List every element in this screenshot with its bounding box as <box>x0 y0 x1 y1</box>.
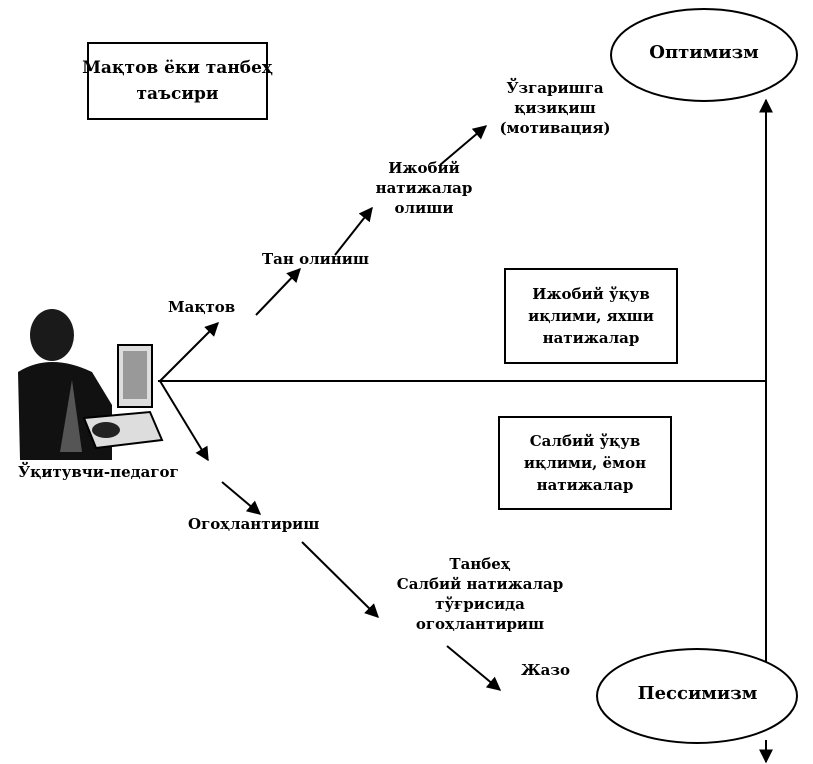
recognition-label: Тан олиниш <box>262 250 370 268</box>
warning-label: Огоҳлантириш <box>188 515 320 533</box>
arrow-to-punishment <box>446 645 502 691</box>
punishment-label: Жазо <box>521 661 570 679</box>
negative-line: иқлими, ёмон <box>523 454 647 472</box>
arrow-to-warning <box>221 481 262 515</box>
praise-label: Мақтов <box>168 298 236 316</box>
teacher-figure-icon <box>18 309 164 460</box>
negative-climate-box: Салбий ўқув иқлими, ёмон натижалар <box>498 416 672 510</box>
arrow-to-motivation <box>439 125 488 166</box>
reprimand-line: Танбеҳ <box>449 555 511 573</box>
teacher-label: Ўқитувчи-педагог <box>18 463 179 481</box>
arrow-to-recognition <box>255 267 301 316</box>
optimism-ellipse <box>610 8 798 102</box>
motivation-line: (мотивация) <box>499 119 611 137</box>
pessimism-label: Пессимизм <box>637 683 758 704</box>
arrow-to-praise <box>159 322 219 382</box>
positive-results-line: натижалар <box>375 179 473 197</box>
positive-results-label: Ижобий натижалар олиши <box>370 158 478 218</box>
motivation-line: Ўзгаришга <box>506 79 604 97</box>
title-line: таъсири <box>136 84 219 104</box>
positive-results-line: Ижобий <box>388 159 460 177</box>
positive-line: натижалар <box>542 329 640 347</box>
reprimand-line: Салбий натижалар <box>396 575 564 593</box>
arrow-to-reprimand <box>301 541 379 618</box>
arrow-to-teacher-label <box>159 380 209 462</box>
reprimand-line: огоҳлантириш <box>415 615 545 633</box>
pessimism-ellipse <box>596 648 798 744</box>
motivation-line: қизиқиш <box>514 99 596 117</box>
positive-climate-box: Ижобий ўқув иқлими, яхши натижалар <box>504 268 678 364</box>
reprimand-line: тўғрисида <box>435 595 525 613</box>
positive-line: иқлими, яхши <box>528 307 654 325</box>
motivation-label: Ўзгаришга қизиқиш (мотивация) <box>490 78 620 138</box>
arrow-to-positive-results <box>334 206 373 256</box>
title-line: Мақтов ёки танбеҳ <box>82 58 273 78</box>
negative-line: натижалар <box>536 476 634 494</box>
negative-line: Салбий ўқув <box>529 432 641 450</box>
optimism-label: Оптимизм <box>649 42 759 63</box>
positive-results-line: олиши <box>394 199 454 217</box>
positive-line: Ижобий ўқув <box>532 285 650 303</box>
reprimand-label: Танбеҳ Салбий натижалар тўғрисида огоҳла… <box>380 554 580 634</box>
title-box: Мақтов ёки танбеҳ таъсири <box>82 42 273 120</box>
